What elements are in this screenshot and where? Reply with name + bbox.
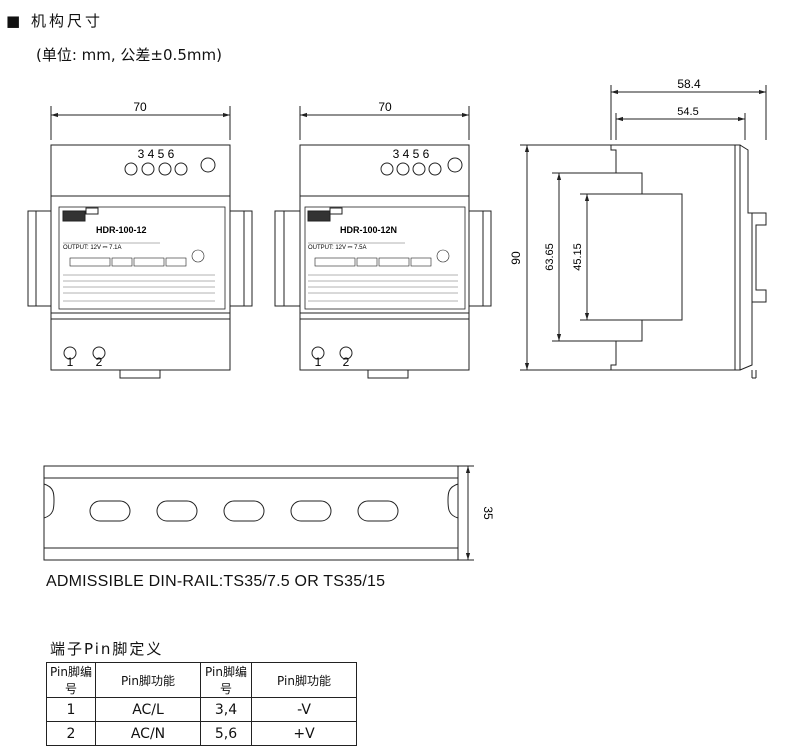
table-cell: -V bbox=[251, 697, 357, 722]
header-pin-function-1: Pin脚功能 bbox=[95, 662, 201, 698]
left-top-pin-labels: 3 4 5 6 bbox=[138, 147, 175, 161]
table-row: 2 AC/N 5,6 +V bbox=[46, 721, 357, 746]
din-rail bbox=[43, 465, 474, 561]
pin-table-header-row: Pin脚编号 Pin脚功能 Pin脚编号 Pin脚功能 bbox=[46, 662, 357, 698]
right-pin-2-label: 2 bbox=[343, 355, 350, 369]
side-height-dim: 90 bbox=[509, 251, 523, 265]
table-cell: 3,4 bbox=[200, 697, 252, 722]
din-rail-caption: ADMISSIBLE DIN-RAIL:TS35/7.5 OR TS35/15 bbox=[46, 573, 386, 590]
table-cell: 2 bbox=[46, 721, 96, 746]
section-title: ■ 机构尺寸 bbox=[6, 12, 103, 30]
mechanical-drawing: 70 3 4 5 6 1 2 HDR-100-12 OUTPUT: 12V ⎓ … bbox=[27, 77, 767, 561]
header-pin-number-2: Pin脚编号 bbox=[200, 662, 252, 698]
rail-height-dim: 35 bbox=[481, 506, 495, 520]
pin-table-title: 端子Pin脚定义 bbox=[50, 640, 164, 658]
table-cell: 5,6 bbox=[200, 721, 252, 746]
left-output-rating: OUTPUT: 12V ⎓ 7.1A bbox=[63, 245, 121, 251]
right-label-fine-print bbox=[308, 242, 458, 302]
table-cell: 1 bbox=[46, 697, 96, 722]
table-row: 1 AC/L 3,4 -V bbox=[46, 697, 357, 722]
header-pin-number-1: Pin脚编号 bbox=[46, 662, 96, 698]
left-pin-2-label: 2 bbox=[96, 355, 103, 369]
header-pin-function-2: Pin脚功能 bbox=[251, 662, 357, 698]
left-pin-1-label: 1 bbox=[67, 355, 74, 369]
side-view bbox=[520, 85, 767, 379]
left-model-label: HDR-100-12 bbox=[96, 225, 147, 235]
table-cell: AC/L bbox=[95, 697, 201, 722]
right-pin-1-label: 1 bbox=[315, 355, 322, 369]
left-width-dim: 70 bbox=[133, 100, 147, 114]
right-top-pin-labels: 3 4 5 6 bbox=[393, 147, 430, 161]
right-output-rating: OUTPUT: 12V ⎓ 7.5A bbox=[308, 245, 366, 251]
side-45-dim: 45.15 bbox=[572, 243, 584, 271]
table-cell: +V bbox=[251, 721, 357, 746]
side-63-dim: 63.65 bbox=[544, 243, 556, 271]
table-cell: AC/N bbox=[95, 721, 201, 746]
side-inner-depth-dim: 54.5 bbox=[677, 106, 698, 118]
side-total-depth-dim: 58.4 bbox=[677, 77, 701, 91]
front-view-right bbox=[274, 106, 492, 379]
units-note: (单位: mm, 公差±0.5mm) bbox=[36, 46, 222, 64]
front-view-left bbox=[27, 106, 253, 379]
right-model-label: HDR-100-12N bbox=[340, 225, 397, 235]
right-width-dim: 70 bbox=[378, 100, 392, 114]
pin-definition-table: Pin脚编号 Pin脚功能 Pin脚编号 Pin脚功能 1 AC/L 3,4 -… bbox=[46, 662, 357, 746]
left-label-fine-print bbox=[63, 242, 215, 302]
